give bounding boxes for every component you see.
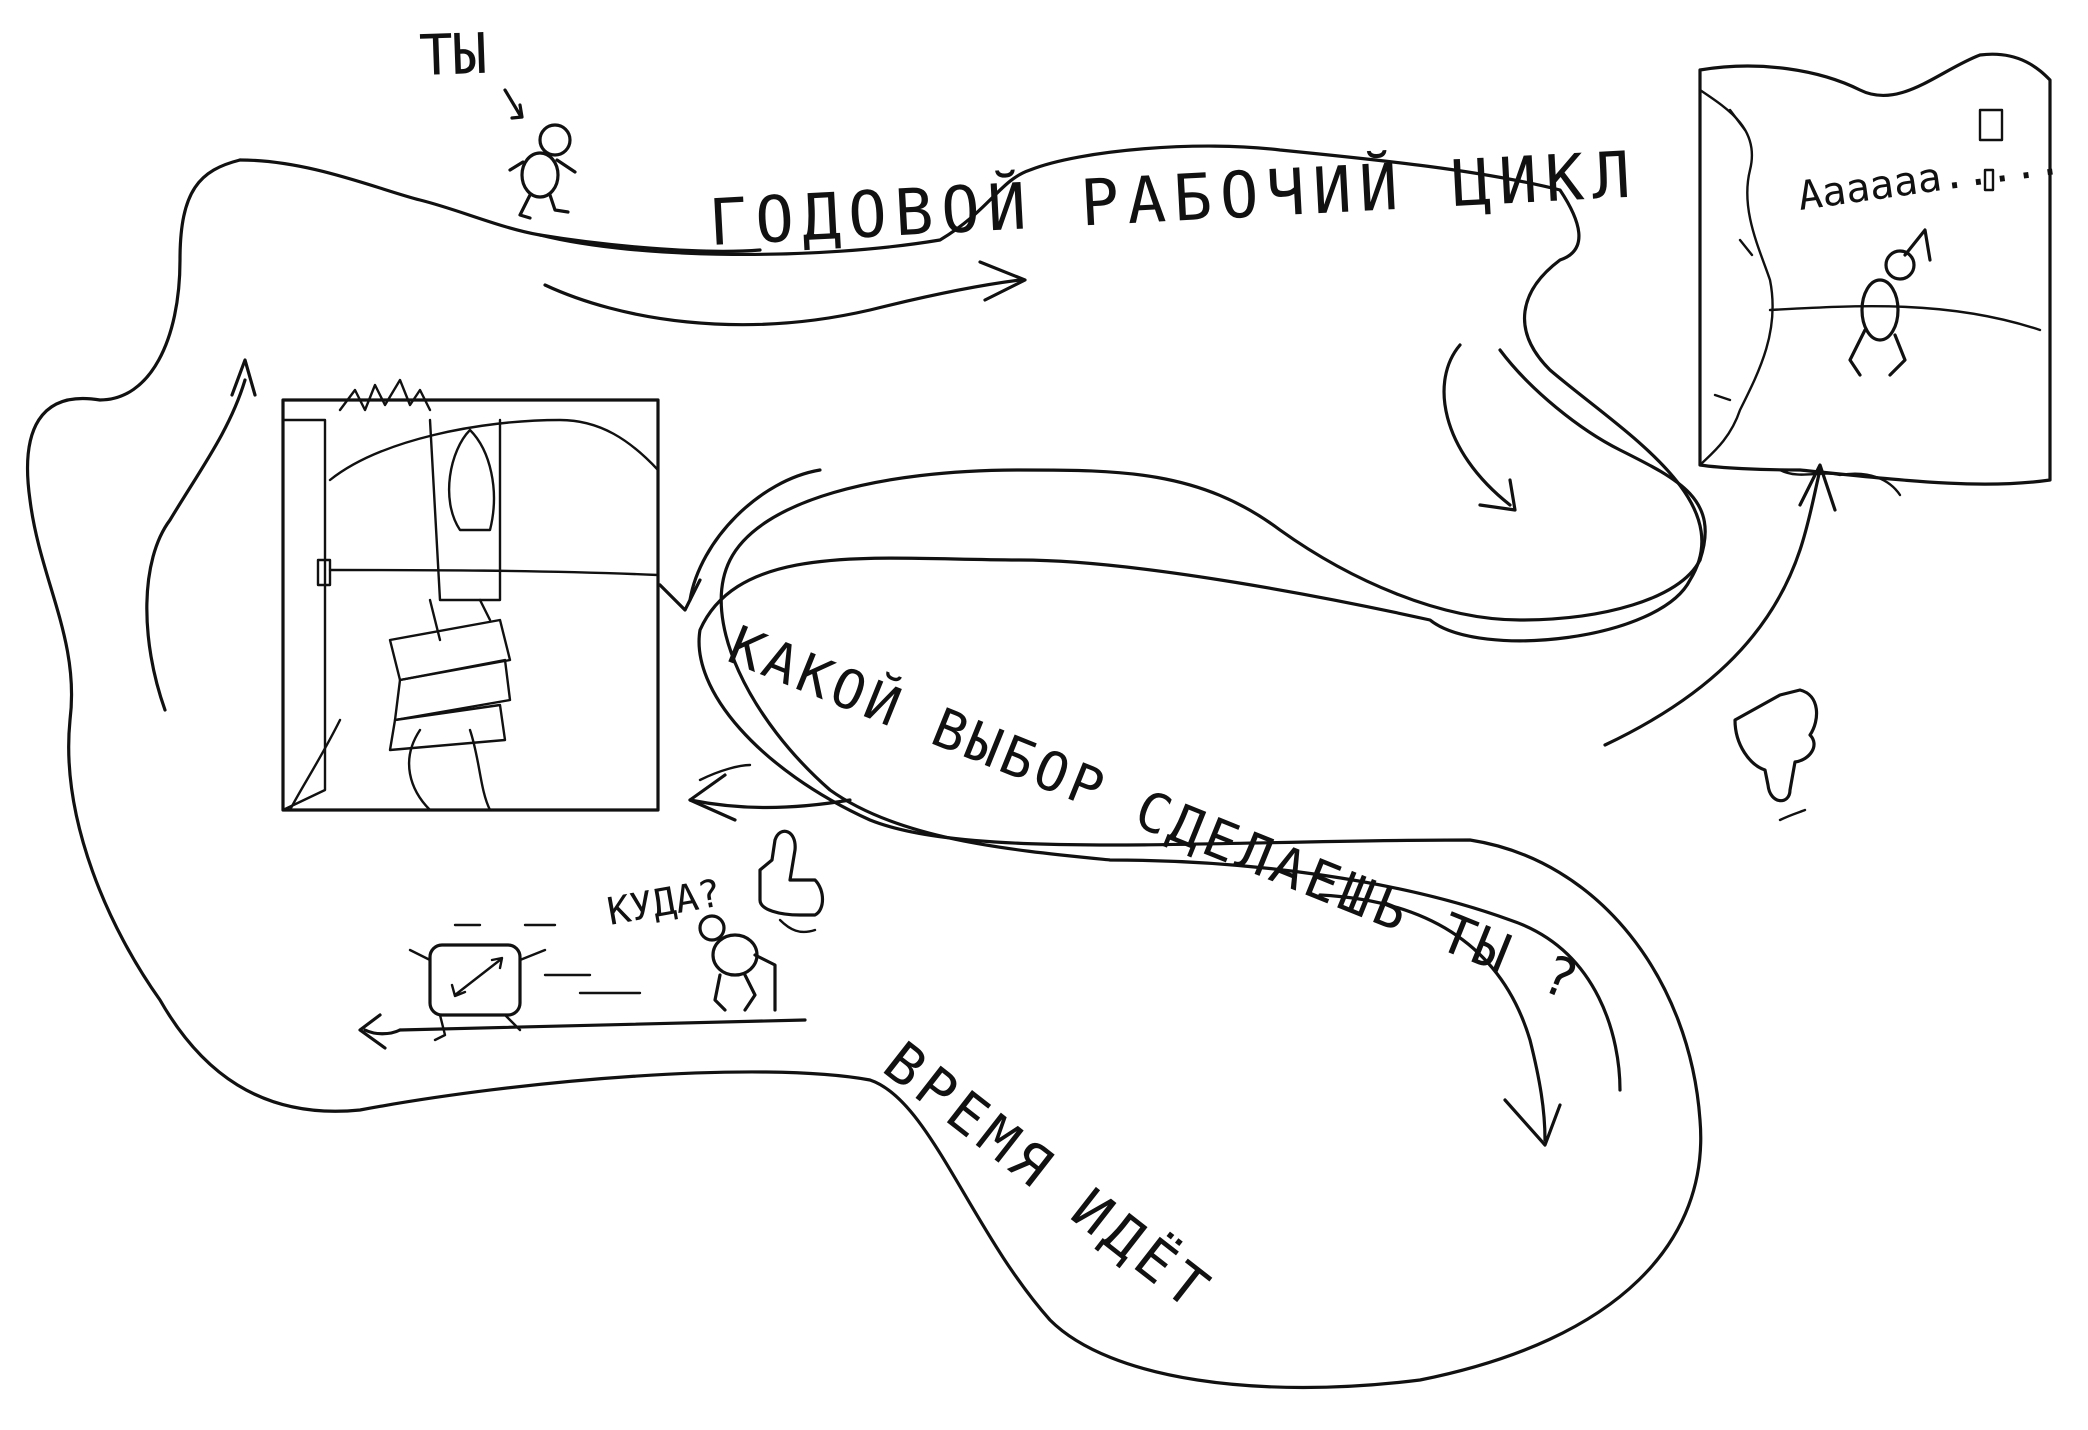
stick-figure-icon bbox=[698, 914, 777, 1012]
you-pointer-arrow bbox=[503, 88, 524, 120]
label-scream: Аааааа..... bbox=[1795, 137, 2064, 219]
label-you: ТЫ bbox=[418, 22, 488, 89]
speed-lines bbox=[543, 973, 642, 995]
staircase-doorway-icon bbox=[281, 378, 660, 812]
road-inner-edge bbox=[538, 233, 1707, 1092]
label-time-goes: ВРЕМЯ ИДЁТ bbox=[871, 1030, 1224, 1326]
road-outer-edge bbox=[25, 144, 1704, 1390]
arrow-icon bbox=[358, 1013, 402, 1050]
thumbs-up-icon bbox=[758, 829, 825, 934]
arrow-icon bbox=[543, 260, 1027, 327]
label-work-cycle: ГОДОВОЙ РАБОЧИЙ ЦИКЛ bbox=[707, 136, 1640, 261]
arrow-icon bbox=[688, 763, 852, 822]
stick-figure-icon bbox=[508, 123, 577, 220]
label-which-choice: КАКОЙ ВЫБОР СДЕЛАЕШЬ ТЫ ? bbox=[720, 614, 1590, 1014]
label-where: КУДА? bbox=[604, 871, 724, 934]
arrow-icon bbox=[1318, 893, 1562, 1147]
arrow-icon bbox=[145, 358, 257, 712]
arrow-icon bbox=[658, 468, 822, 612]
clock-icon bbox=[408, 923, 557, 1042]
arrow-icon bbox=[1603, 463, 1837, 747]
falling-figure-icon bbox=[1698, 52, 2052, 497]
thumbs-down-icon bbox=[1733, 688, 1819, 822]
ground-line bbox=[398, 1018, 807, 1032]
arrow-icon bbox=[1442, 343, 1517, 512]
